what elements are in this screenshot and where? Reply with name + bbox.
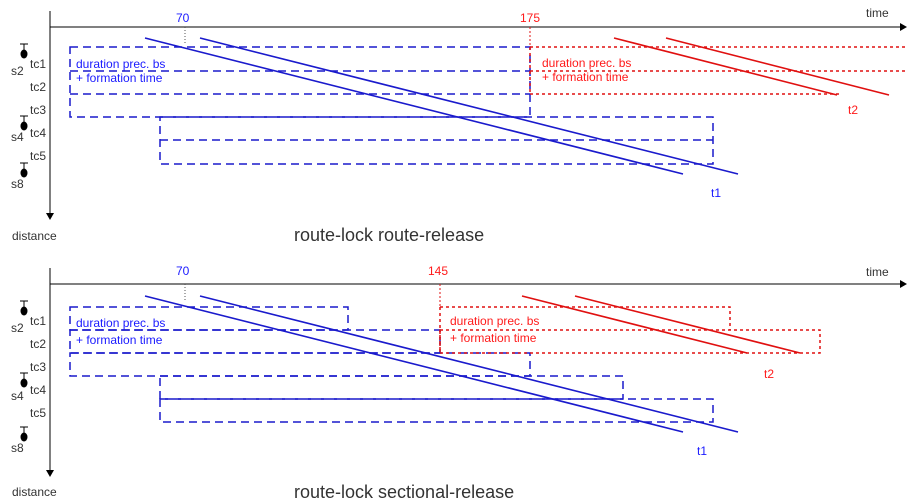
t1-box-label-line2: + formation time [76,71,163,85]
svg-text:s4: s4 [11,389,24,403]
t2-path-tail [665,37,890,96]
svg-text:s8: s8 [11,177,24,191]
t1-box-label-line2: + formation time [76,333,163,347]
signal-s2: s2 [11,43,28,78]
distance-axis-label: distance [12,229,57,243]
t1-label: t1 [711,186,721,200]
track-section-tc5: tc5 [30,406,46,420]
panel-route-release: time distance 70 175 s2 s4 s8 tc1 tc2 tc… [11,6,907,245]
time-axis-arrow [900,280,907,288]
signal-s4: s4 [11,115,28,144]
svg-text:s8: s8 [11,441,24,455]
svg-text:s2: s2 [11,321,24,335]
track-section-tc2: tc2 [30,337,46,351]
t1-section-block-tc4 [159,375,624,400]
t1-label: t1 [697,444,707,458]
t2-box-label-line2: + formation time [450,331,537,345]
t1-path-head [144,295,684,433]
t1-route-block-2 [159,116,714,165]
t2-start-marker: 175 [520,11,540,25]
t2-path-head [521,295,748,354]
t2-label: t2 [764,367,774,381]
track-section-tc4: tc4 [30,383,46,397]
t1-section-block-tc3 [69,352,531,377]
distance-axis-arrow [46,470,54,477]
time-axis-label: time [866,265,889,279]
t1-box-label-line1: duration prec. bs [76,316,165,330]
track-section-tc5: tc5 [30,149,46,163]
svg-text:s2: s2 [11,64,24,78]
t2-label: t2 [848,103,858,117]
t1-section-block-tc5 [159,398,714,423]
panel-caption: route-lock route-release [294,225,484,245]
track-section-tc1: tc1 [30,314,46,328]
t1-start-marker: 70 [176,264,190,278]
t1-path-tail [199,295,739,433]
time-axis-label: time [866,6,889,20]
t2-path-head [613,37,838,96]
track-section-tc3: tc3 [30,360,46,374]
t2-box-label-line1: duration prec. bs [450,314,539,328]
track-section-tc1: tc1 [30,57,46,71]
svg-text:s4: s4 [11,130,24,144]
t2-route-block [439,306,821,354]
panel-caption: route-lock sectional-release [294,482,514,502]
time-axis-arrow [900,23,907,31]
t2-path-tail [574,295,801,354]
signal-s2: s2 [11,300,28,335]
signal-s8: s8 [11,426,28,455]
track-section-tc2: tc2 [30,80,46,94]
distance-axis-arrow [46,213,54,220]
track-section-tc4: tc4 [30,126,46,140]
t1-path-tail [199,37,739,175]
t2-box-label-line1: duration prec. bs [542,56,631,70]
track-section-tc3: tc3 [30,103,46,117]
panel-sectional-release: time distance 70 145 s2 s4 s8 tc1 tc2 tc… [11,264,907,502]
signal-s4: s4 [11,372,28,403]
t1-start-marker: 70 [176,11,190,25]
t2-start-marker: 145 [428,264,448,278]
distance-axis-label: distance [12,485,57,499]
signal-s8: s8 [11,162,28,191]
t1-route-block-1 [69,46,531,118]
t2-box-label-line2: + formation time [542,70,629,84]
t1-path-head [144,37,684,175]
t1-box-label-line1: duration prec. bs [76,57,165,71]
t2-route-block [530,46,907,95]
